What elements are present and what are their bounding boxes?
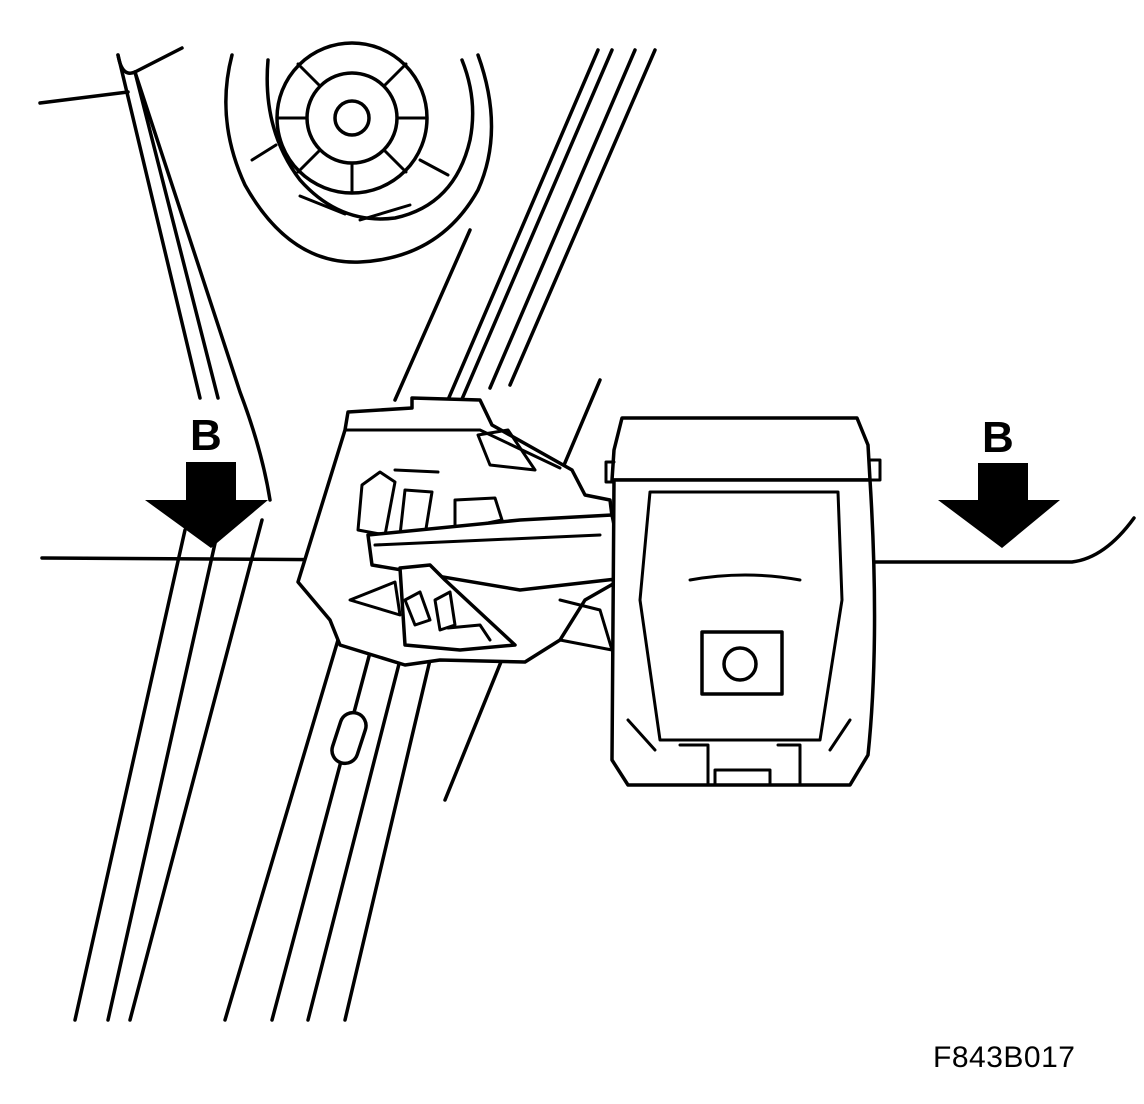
pulley-wheel — [224, 41, 494, 264]
left-frame-rail — [38, 46, 272, 1022]
regulator-motor — [604, 416, 882, 787]
figure-code: F843B017 — [933, 1041, 1076, 1074]
section-arrow-right: B — [938, 413, 1060, 548]
section-arrow-left: B — [145, 411, 268, 548]
cable-carrier — [296, 396, 627, 667]
callout-left: B — [190, 411, 222, 460]
callout-right: B — [982, 413, 1014, 462]
